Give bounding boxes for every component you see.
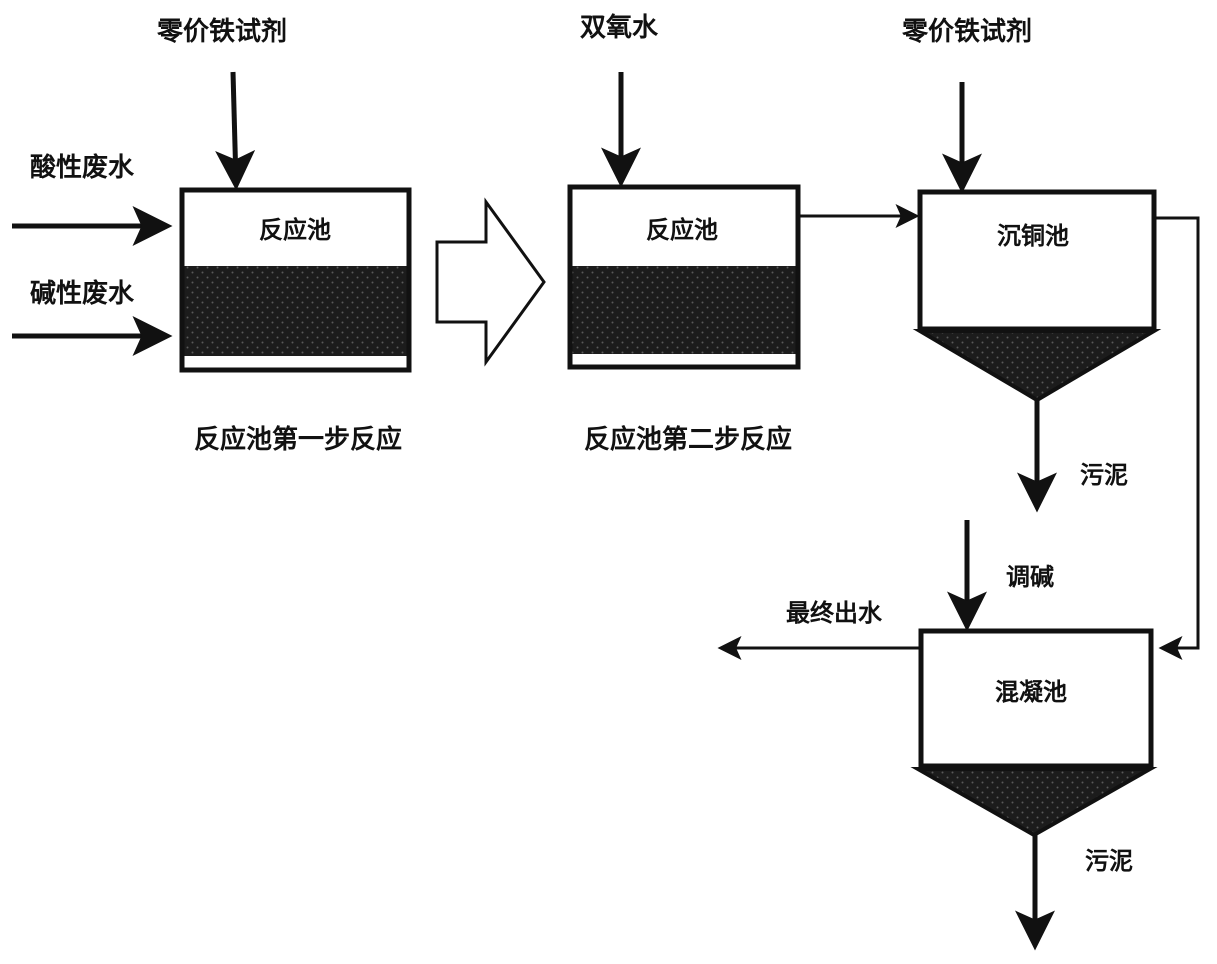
copper-settling-tank: 沉铜池: [912, 189, 1162, 403]
acid-wastewater-label: 酸性废水: [30, 152, 135, 183]
reagent-arrow-1: [215, 71, 256, 191]
coagulation-tank-label: 混凝池: [995, 678, 1067, 706]
coagulation-tank: 混凝池: [910, 628, 1158, 838]
sludge-label-2: 污泥: [1085, 847, 1133, 875]
tank-1-liquid: [184, 266, 407, 356]
copper-settling-tank-label: 沉铜池: [997, 222, 1069, 250]
reaction-tank-1: 反应池: [179, 187, 412, 373]
reaction-tank-2: 反应池: [567, 184, 801, 370]
reagent-label-2: 零价铁试剂: [902, 16, 1032, 47]
step-transition-arrow: [435, 197, 546, 367]
settling-tank-cone: [912, 329, 1162, 403]
alkali-adjust-label: 调碱: [1006, 563, 1054, 591]
step-2-caption: 反应池第二步反应: [584, 424, 792, 455]
tank-2-liquid: [572, 266, 796, 354]
step-1-caption: 反应池第一步反应: [194, 424, 402, 455]
reaction-tank-2-label: 反应池: [646, 216, 718, 244]
reagent-label-1: 零价铁试剂: [157, 16, 287, 47]
settling-to-coagulation-line: [1154, 216, 1200, 660]
hydrogen-peroxide-label: 双氧水: [580, 13, 659, 43]
final-effluent-label: 最终出水: [786, 599, 883, 627]
sludge-label-1: 污泥: [1080, 461, 1128, 489]
reaction-tank-1-label: 反应池: [259, 216, 331, 244]
coagulation-tank-cone: [910, 767, 1158, 838]
alkali-wastewater-label: 碱性废水: [30, 278, 135, 309]
